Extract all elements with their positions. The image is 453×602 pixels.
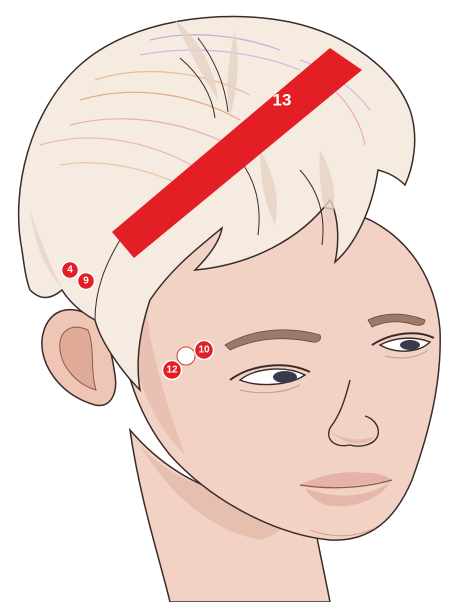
marker-point-10: 10 <box>195 341 214 360</box>
marker-point-9-label: 9 <box>83 276 89 287</box>
marker-band-label: 13 <box>273 91 292 110</box>
marker-point-4: 4 <box>62 262 79 279</box>
marker-point-9: 9 <box>78 273 95 290</box>
marker-point-12: 12 <box>163 361 182 380</box>
marker-point-10-label: 10 <box>198 345 210 356</box>
marker-point-4-label: 4 <box>67 265 73 276</box>
marker-open-point <box>177 347 195 365</box>
marker-point-12-label: 12 <box>166 365 178 376</box>
